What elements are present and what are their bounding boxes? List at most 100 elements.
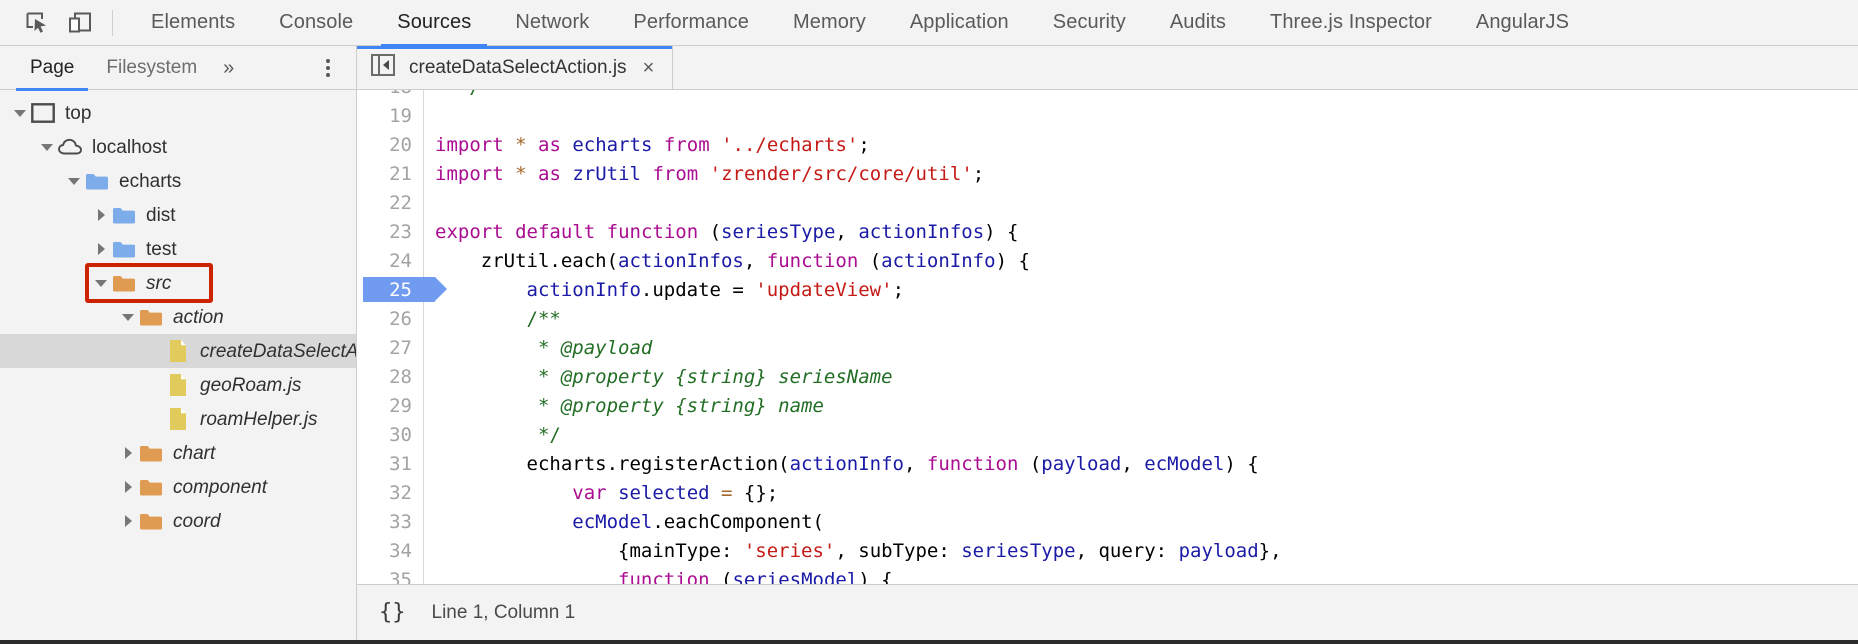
line-number[interactable]: 32 bbox=[389, 481, 412, 504]
close-icon[interactable]: × bbox=[642, 56, 655, 79]
chevron-right-icon[interactable] bbox=[91, 208, 111, 222]
tab-application[interactable]: Application bbox=[888, 0, 1031, 46]
tree-item-label: action bbox=[173, 306, 224, 328]
tab-performance[interactable]: Performance bbox=[611, 0, 771, 46]
nav-more-tabs-icon[interactable]: » bbox=[223, 56, 235, 79]
tree-item-chart[interactable]: chart bbox=[0, 436, 356, 470]
line-number[interactable]: 21 bbox=[389, 162, 412, 185]
tree-item-coord[interactable]: coord bbox=[0, 504, 356, 538]
line-number[interactable]: 29 bbox=[389, 394, 412, 417]
code-line: 18 */ bbox=[357, 90, 1858, 101]
code-line-text: export default function (seriesType, act… bbox=[435, 220, 1019, 243]
tree-item-action[interactable]: action bbox=[0, 300, 356, 334]
line-number[interactable]: 22 bbox=[389, 191, 412, 214]
inspect-element-icon[interactable] bbox=[14, 3, 58, 43]
code-line-text: * @property {string} seriesName bbox=[435, 365, 893, 388]
tree-item-label: src bbox=[146, 272, 172, 294]
nav-tab-page[interactable]: Page bbox=[14, 46, 90, 91]
tree-item-localhost[interactable]: localhost bbox=[0, 130, 356, 164]
navigator-tabbar: Page Filesystem » bbox=[0, 46, 356, 91]
code-line-text: import * as echarts from '../echarts'; bbox=[435, 133, 870, 156]
code-line: 22 bbox=[357, 188, 1858, 217]
execution-line-marker bbox=[363, 277, 447, 302]
line-number[interactable]: 34 bbox=[389, 539, 412, 562]
nav-tab-filesystem[interactable]: Filesystem bbox=[90, 46, 213, 90]
line-number[interactable]: 25 bbox=[389, 278, 412, 301]
chevron-down-icon[interactable] bbox=[64, 174, 84, 188]
line-number[interactable]: 31 bbox=[389, 452, 412, 475]
tree-item-test[interactable]: test bbox=[0, 232, 356, 266]
code-scroll-area[interactable]: 18 */ 19 20 import * as echarts from '../ec… bbox=[357, 90, 1858, 584]
line-number[interactable]: 26 bbox=[389, 307, 412, 330]
code-editor[interactable]: 18 */ 19 20 import * as echarts from '../ec… bbox=[357, 90, 1858, 584]
tree-item-label: echarts bbox=[119, 170, 182, 192]
line-number[interactable]: 19 bbox=[389, 104, 412, 127]
tree-item-label: localhost bbox=[92, 136, 167, 158]
tab-threejs-inspector[interactable]: Three.js Inspector bbox=[1248, 0, 1454, 46]
chevron-right-icon[interactable] bbox=[118, 446, 138, 460]
tree-item-label: component bbox=[173, 476, 268, 498]
editor-file-tab-label: createDataSelectAction.js bbox=[409, 56, 627, 78]
chevron-down-icon[interactable] bbox=[91, 276, 111, 290]
code-line: 31 echarts.registerAction(actionInfo, fu… bbox=[357, 449, 1858, 478]
tab-sources[interactable]: Sources bbox=[375, 0, 493, 47]
code-line-text: zrUtil.each(actionInfos, function (actio… bbox=[435, 249, 1030, 272]
code-line-text: * @property {string} name bbox=[435, 394, 824, 417]
code-line: 19 bbox=[357, 101, 1858, 130]
line-number[interactable]: 23 bbox=[389, 220, 412, 243]
folder-blue-icon bbox=[111, 206, 137, 225]
line-number[interactable]: 28 bbox=[389, 365, 412, 388]
tab-console[interactable]: Console bbox=[257, 0, 375, 46]
chevron-right-icon[interactable] bbox=[91, 242, 111, 256]
kebab-menu-icon[interactable] bbox=[322, 55, 334, 81]
tree-item-top[interactable]: top bbox=[0, 96, 356, 130]
line-number[interactable]: 33 bbox=[389, 510, 412, 533]
tab-audits[interactable]: Audits bbox=[1148, 0, 1248, 46]
main-toolbar: Elements Console Sources Network Perform… bbox=[0, 0, 1858, 47]
line-number[interactable]: 20 bbox=[389, 133, 412, 156]
code-line-text: * @payload bbox=[435, 336, 653, 359]
code-line-text: var selected = {}; bbox=[572, 481, 779, 504]
chevron-down-icon[interactable] bbox=[37, 140, 57, 154]
tree-item-georoam-js[interactable]: geoRoam.js bbox=[0, 368, 356, 402]
tree-item-component[interactable]: component bbox=[0, 470, 356, 504]
line-number[interactable]: 18 bbox=[357, 90, 423, 98]
tab-security-label: Security bbox=[1052, 11, 1126, 33]
code-line: 24 zrUtil.each(actionInfos, function (ac… bbox=[357, 246, 1858, 275]
code-line-text: */ bbox=[423, 90, 481, 98]
code-line-text: actionInfo.update = 'updateView'; bbox=[526, 278, 905, 301]
code-line: 33 ecModel.eachComponent( bbox=[357, 507, 1858, 536]
toolbar-divider bbox=[112, 9, 113, 36]
tree-item-createdataselectaction-js[interactable]: createDataSelectAction.js bbox=[0, 334, 356, 368]
tab-angularjs[interactable]: AngularJS bbox=[1454, 0, 1591, 46]
line-number[interactable]: 30 bbox=[389, 423, 412, 446]
tab-elements[interactable]: Elements bbox=[129, 0, 257, 46]
line-number[interactable]: 27 bbox=[389, 336, 412, 359]
tree-item-echarts[interactable]: echarts bbox=[0, 164, 356, 198]
folder-orange-icon bbox=[138, 478, 164, 497]
tree-item-label: roamHelper.js bbox=[200, 408, 318, 430]
chevron-down-icon[interactable] bbox=[10, 106, 30, 120]
code-line: 23 export default function (seriesType, a… bbox=[357, 217, 1858, 246]
tab-security[interactable]: Security bbox=[1031, 0, 1148, 46]
pretty-print-button[interactable]: {} bbox=[379, 599, 406, 625]
editor-file-tab[interactable]: createDataSelectAction.js × bbox=[357, 46, 674, 89]
tree-item-src[interactable]: src bbox=[0, 266, 356, 300]
tree-item-dist[interactable]: dist bbox=[0, 198, 356, 232]
chevron-right-icon[interactable] bbox=[118, 514, 138, 528]
tree-item-roamhelper-js[interactable]: roamHelper.js bbox=[0, 402, 356, 436]
line-number[interactable]: 24 bbox=[389, 249, 412, 272]
chevron-down-icon[interactable] bbox=[118, 310, 138, 324]
line-number[interactable]: 35 bbox=[389, 568, 412, 585]
tab-audits-label: Audits bbox=[1169, 11, 1227, 33]
tab-memory[interactable]: Memory bbox=[771, 0, 888, 46]
tree-item-label: test bbox=[146, 238, 177, 260]
chevron-right-icon[interactable] bbox=[118, 480, 138, 494]
device-toolbar-icon[interactable] bbox=[58, 3, 102, 43]
code-line-text: ecModel.eachComponent( bbox=[572, 510, 824, 533]
tab-network[interactable]: Network bbox=[493, 0, 611, 46]
tab-threejs-inspector-label: Three.js Inspector bbox=[1270, 11, 1432, 33]
tree-item-label: geoRoam.js bbox=[200, 374, 302, 396]
show-navigator-icon[interactable] bbox=[371, 54, 395, 81]
